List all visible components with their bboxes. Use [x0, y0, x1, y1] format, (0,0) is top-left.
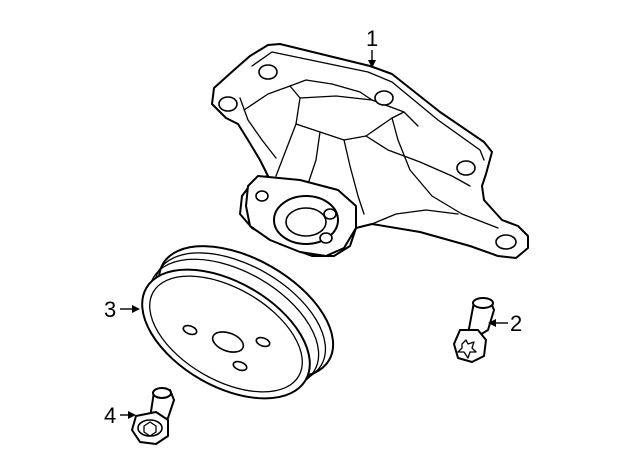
callout-2-arrow: [488, 319, 496, 327]
callout-4: 4: [104, 403, 136, 428]
water-pump: [211, 43, 529, 259]
water-pump-web-2: [343, 139, 365, 215]
pump-bolt-head: [453, 329, 487, 363]
water-pump-outlet-bore: [285, 207, 327, 237]
water-pump-hole-flange-a: [255, 190, 269, 202]
water-pump-hole-top: [258, 64, 278, 80]
pulley-bolt-socket: [143, 421, 157, 437]
water-pump-hole-flange-b: [323, 208, 337, 220]
pulley-center-bore: [211, 331, 245, 353]
water-pump-hole-flange-c: [319, 232, 333, 244]
pulley: [141, 245, 335, 400]
callout-1-arrow: [368, 60, 376, 68]
water-pump-web-3: [391, 117, 499, 229]
callout-3-number: 3: [104, 297, 116, 322]
pulley-bolt: [131, 387, 175, 445]
pulley-bolt-hole-2: [255, 336, 271, 348]
callout-4-number: 4: [104, 403, 116, 428]
callout-4-arrow: [128, 411, 136, 419]
callout-3-arrow: [132, 305, 140, 313]
water-pump-web-7: [239, 97, 277, 159]
pulley-bolt-hole-1: [182, 324, 198, 336]
callout-2: 2: [488, 311, 522, 336]
water-pump-hole-right: [456, 160, 476, 176]
water-pump-hole-mid: [374, 90, 394, 106]
water-pump-flange-edge: [251, 51, 485, 161]
callout-1: 1: [366, 26, 378, 68]
pump-bolt-shank-end: [472, 297, 494, 309]
pump-bolt: [453, 297, 495, 363]
callout-2-number: 2: [510, 311, 522, 336]
pulley-bolt-hole-3: [232, 360, 248, 372]
callout-1-number: 1: [366, 26, 378, 51]
water-pump-hole-left: [218, 96, 238, 112]
pump-bolt-torx-socket: [457, 339, 477, 359]
water-pump-web-4: [365, 135, 471, 187]
water-pump-web-1: [307, 131, 321, 185]
water-pump-rib-lower: [295, 111, 405, 141]
water-pump-hole-far-right: [495, 234, 517, 250]
water-pump-web-5: [371, 209, 459, 225]
callout-3: 3: [104, 297, 140, 322]
water-pump-web-6: [289, 79, 373, 101]
pulley-front-inner-rim: [149, 275, 303, 393]
pulley-bolt-shank-end: [152, 387, 172, 399]
